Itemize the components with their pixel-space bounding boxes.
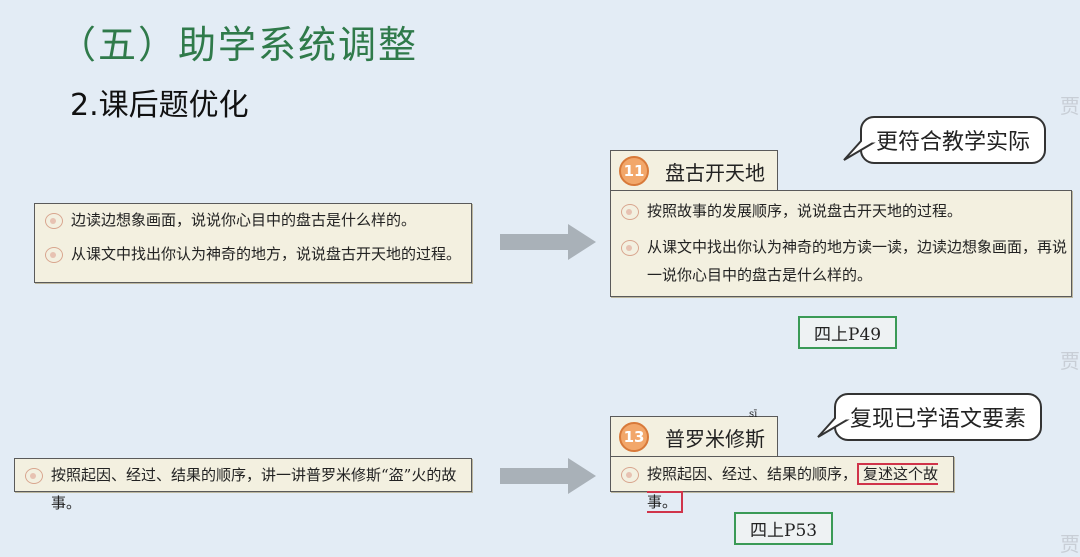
question-number-icon: [25, 468, 43, 484]
exercise-item: 边读边想象画面，说说你心目中的盘古是什么样的。: [45, 206, 471, 234]
watermark: 贾: [1060, 349, 1080, 373]
exercise-text: 按照起因、经过、结果的顺序，复述这个故事。: [647, 460, 953, 516]
question-number-icon: [621, 204, 639, 220]
section-subtitle: 2.课后题优化: [70, 88, 249, 123]
annotation-bubble: 复现已学语文要素: [834, 393, 1043, 441]
bubble-tail-icon: [843, 140, 880, 161]
bubble-tail-icon: [817, 417, 854, 438]
exercise-line: 从课文中找出你认为神奇的地方读一读，边读边想象画面，再说: [647, 238, 1068, 256]
exercise-item: 从课文中找出你认为神奇的地方，说说盘古开天地的过程。: [45, 240, 471, 268]
new-exercise-card: 按照起因、经过、结果的顺序，复述这个故事。: [610, 456, 954, 513]
watermark: 贾: [1060, 94, 1080, 118]
exercise-item: 按照起因、经过、结果的顺序，复述这个故事。: [621, 460, 953, 516]
exercise-line: 一说你心目中的盘古是什么样的。: [647, 266, 873, 284]
lesson-title-text: 普罗米修斯: [665, 426, 765, 451]
exercise-text: 按照起因、经过、结果的顺序，讲一讲普罗米修斯“盗”火的故事。: [51, 466, 457, 512]
lesson-number-badge: 11: [619, 156, 649, 186]
lesson-title: 普罗米修斯 sī: [665, 409, 765, 452]
right-arrow-icon: [500, 224, 596, 260]
old-exercise-card: 边读边想象画面，说说你心目中的盘古是什么样的。 从课文中找出你认为神奇的地方，说…: [34, 203, 472, 283]
lesson-title: 盘古开天地: [665, 160, 765, 185]
watermark: 贾: [1060, 532, 1080, 556]
exercise-item: 按照故事的发展顺序，说说盘古开天地的过程。: [621, 197, 1071, 225]
question-number-icon: [621, 240, 639, 256]
page-reference: 四上P53: [734, 512, 834, 545]
new-exercise-card: 按照故事的发展顺序，说说盘古开天地的过程。 从课文中找出你认为神奇的地方读一读，…: [610, 190, 1072, 297]
right-arrow-icon: [500, 458, 596, 494]
lesson-header: 13 普罗米修斯 sī: [610, 409, 778, 457]
exercise-item: 按照起因、经过、结果的顺序，讲一讲普罗米修斯“盗”火的故事。: [25, 461, 471, 517]
question-number-icon: [621, 467, 639, 483]
highlighted-requirement: 复述这个故事。: [647, 463, 939, 513]
page-title: （五）助学系统调整: [58, 23, 419, 67]
lesson-number-badge: 13: [619, 422, 649, 452]
exercise-text-prefix: 按照起因、经过、结果的顺序，: [647, 465, 858, 483]
page-reference: 四上P49: [798, 316, 898, 349]
exercise-item: 从课文中找出你认为神奇的地方读一读，边读边想象画面，再说 一说你心目中的盘古是什…: [621, 233, 1071, 289]
exercise-text: 从课文中找出你认为神奇的地方，说说盘古开天地的过程。: [71, 245, 462, 263]
question-number-icon: [45, 247, 63, 263]
lesson-header: 11 盘古开天地: [610, 150, 778, 191]
old-exercise-card: 按照起因、经过、结果的顺序，讲一讲普罗米修斯“盗”火的故事。: [14, 458, 472, 512]
exercise-text: 按照故事的发展顺序，说说盘古开天地的过程。: [647, 202, 963, 220]
pinyin-annotation: sī: [749, 408, 758, 420]
exercise-text: 边读边想象画面，说说你心目中的盘古是什么样的。: [71, 211, 417, 229]
question-number-icon: [45, 213, 63, 229]
annotation-bubble: 更符合教学实际: [860, 116, 1047, 164]
exercise-text: 从课文中找出你认为神奇的地方读一读，边读边想象画面，再说 一说你心目中的盘古是什…: [647, 233, 1067, 289]
